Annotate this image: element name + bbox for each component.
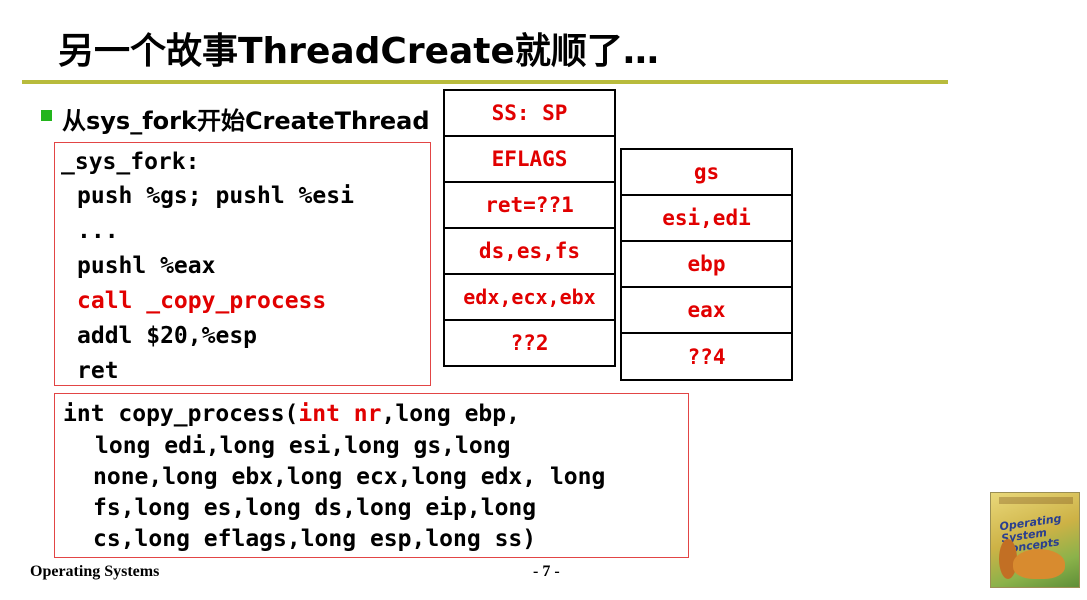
- code-line: push %gs; pushl %esi: [77, 183, 354, 209]
- footer-course-name: Operating Systems: [30, 563, 160, 580]
- code-suffix: ,long ebp,: [381, 401, 520, 427]
- book-cover-image: Operating System Concepts: [990, 492, 1080, 588]
- footer-page-number: - 7 -: [533, 563, 560, 580]
- sys-fork-code-box: _sys_fork: push %gs; pushl %esi ... push…: [54, 142, 431, 386]
- code-line-call: call _copy_process: [77, 288, 327, 314]
- code-line: cs,long eflags,long esp,long ss): [93, 526, 537, 552]
- code-line: pushl %eax: [77, 253, 216, 279]
- stack-cell: ds,es,fs: [445, 229, 614, 275]
- bullet-square-icon: [41, 110, 52, 121]
- stack-cell: eax: [622, 288, 791, 334]
- code-prefix: int copy_process(: [63, 401, 299, 427]
- stack-cell: ebp: [622, 242, 791, 288]
- code-highlight: int nr: [298, 401, 382, 427]
- slide-title: 另一个故事ThreadCreate就顺了…: [58, 31, 659, 72]
- stack-cell: edx,ecx,ebx: [445, 275, 614, 321]
- stack-cell: ??4: [687, 344, 726, 369]
- code-label: _sys_fork:: [61, 149, 200, 175]
- code-line: ret: [77, 358, 119, 384]
- code-line-signature: int copy_process(int nr,long ebp,: [63, 403, 520, 426]
- stack-cell: EFLAGS: [445, 137, 614, 183]
- stack-cell: esi,edi: [622, 196, 791, 242]
- code-line: none,long ebx,long ecx,long edx, long: [93, 464, 606, 490]
- bullet-text: 从sys_fork开始CreateThread: [62, 107, 430, 135]
- kernel-stack-left: SS: SP EFLAGS ret=??1 ds,es,fs edx,ecx,e…: [443, 89, 616, 367]
- book-header-strip: [999, 497, 1073, 504]
- stack-cell: SS: SP: [445, 91, 614, 137]
- code-line: fs,long es,long ds,long eip,long: [93, 495, 537, 521]
- title-divider: [22, 80, 948, 84]
- code-line: ...: [77, 218, 119, 244]
- dinosaur-body-shape: [1013, 549, 1065, 579]
- stack-cell: gs: [622, 150, 791, 196]
- stack-cell: ??2: [510, 331, 549, 355]
- stack-cell: ret=??1: [445, 183, 614, 229]
- kernel-stack-right: gs esi,edi ebp eax ??4: [620, 148, 793, 381]
- code-line: long edi,long esi,long gs,long: [95, 433, 511, 459]
- copy-process-code-box: int copy_process(int nr,long ebp, long e…: [54, 393, 689, 558]
- code-line: addl $20,%esp: [77, 323, 258, 349]
- dinosaur-neck-shape: [999, 539, 1017, 579]
